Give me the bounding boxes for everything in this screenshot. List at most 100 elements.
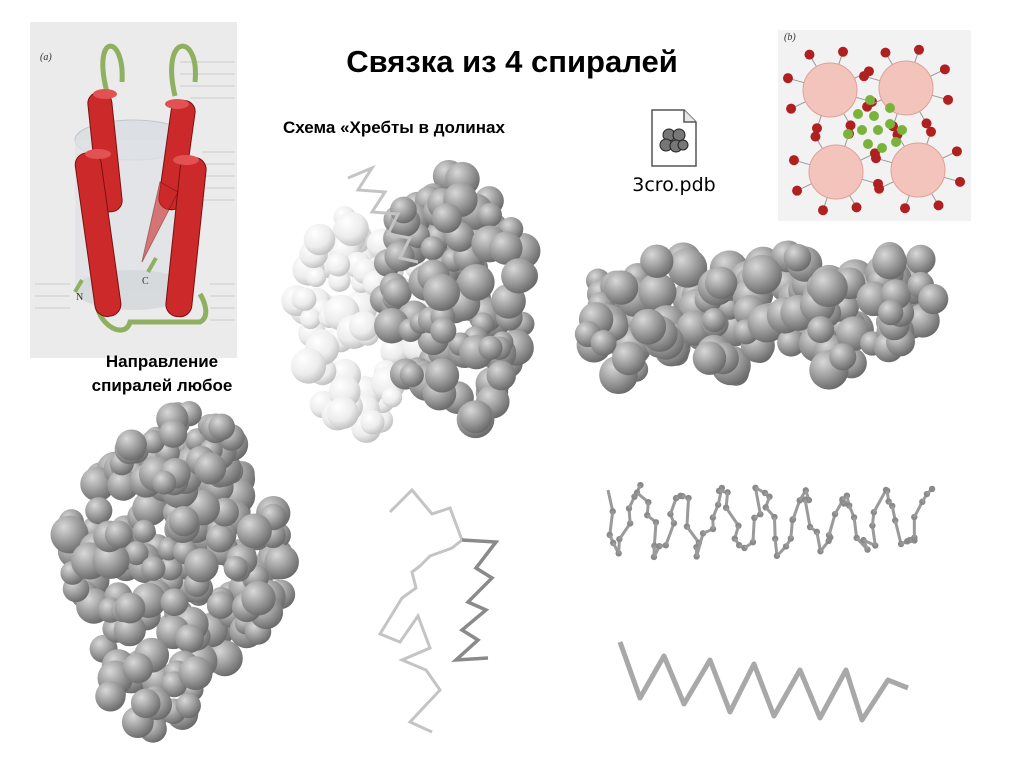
atom-sphere: [808, 268, 848, 308]
bond-stick: [753, 487, 762, 515]
core-residue-dot: [865, 95, 875, 105]
c-terminus-label: C: [142, 276, 149, 287]
atom-sphere: [326, 252, 351, 277]
atom-sphere: [168, 506, 199, 537]
residue-dot: [926, 126, 937, 137]
core-residue-dot: [885, 103, 895, 113]
atom-sphere: [431, 203, 462, 233]
atom-sphere: [918, 283, 949, 315]
atom-sphere: [141, 429, 165, 454]
atom-sphere: [334, 211, 369, 247]
bond-stick: [872, 489, 888, 513]
bond-stick: [870, 525, 877, 546]
atom-sphere: [264, 544, 299, 580]
helix-direction-line2: спиралей любое: [91, 376, 233, 395]
bond-stick: [685, 497, 691, 527]
atom-sphere: [184, 548, 219, 583]
atom-sphere: [206, 591, 235, 619]
backbone-trace-middle: [377, 487, 464, 734]
atom-sphere: [178, 656, 213, 691]
residue-dot: [851, 202, 862, 213]
atom-sphere: [905, 244, 936, 275]
core-residue-dot: [853, 109, 863, 119]
bond-stick: [751, 517, 756, 543]
atom-sphere: [348, 311, 379, 341]
atom-sphere: [399, 362, 424, 388]
atom-sphere: [667, 248, 708, 288]
packing-schematic-figure: (b): [778, 30, 971, 221]
atom-sphere: [113, 614, 146, 647]
atom-sphere: [299, 308, 321, 330]
atom-sphere: [478, 335, 503, 360]
residue-dot: [955, 176, 966, 187]
atom-sphere: [640, 244, 674, 278]
atom-sphere: [638, 272, 677, 311]
atom-sphere: [611, 341, 646, 376]
core-residue-dot: [877, 143, 887, 153]
atom-sphere: [141, 556, 166, 581]
atom-sphere: [175, 693, 201, 719]
atom-sphere: [132, 519, 156, 543]
helix-cross-section: [808, 144, 864, 200]
atom-sphere: [290, 348, 327, 384]
helix-bundle-drawing: [35, 43, 235, 333]
scheme-subtitle: Схема «Хребты в долинах: [283, 118, 505, 137]
atom-sphere: [208, 413, 235, 441]
helix-cross-section: [878, 60, 934, 116]
pdb-file-icon[interactable]: [650, 108, 698, 168]
atom-sphere: [223, 556, 248, 581]
atom-sphere: [604, 270, 639, 305]
atom-sphere: [381, 387, 403, 408]
atom-ball: [685, 494, 692, 502]
core-residue-dot: [857, 125, 867, 135]
bond-stick: [827, 513, 837, 536]
atom-sphere: [104, 520, 133, 549]
backbone-trace-middle-dark: [451, 538, 500, 663]
core-residue-dot: [873, 125, 883, 135]
spacefill-model-helix: [574, 240, 949, 395]
residue-dot: [792, 185, 803, 196]
atom-sphere: [85, 497, 113, 525]
atom-sphere: [783, 243, 812, 272]
pdb-filename: 3cro.pdb: [632, 174, 716, 196]
atom-sphere: [175, 624, 204, 653]
atom-sphere: [872, 244, 907, 280]
atom-sphere: [704, 266, 738, 300]
residue-dot: [845, 120, 856, 131]
atom-sphere: [124, 541, 149, 566]
atom-sphere: [692, 341, 727, 375]
core-residue-dot: [891, 137, 901, 147]
atom-sphere: [489, 231, 523, 265]
core-residue-dot: [843, 129, 853, 139]
atom-sphere: [777, 328, 806, 357]
helix-cross-section: [802, 62, 858, 118]
core-residue-dot: [885, 119, 895, 129]
bond-stick: [815, 531, 822, 552]
n-terminus-label: N: [76, 292, 84, 303]
atom-sphere: [380, 336, 410, 366]
residue-dot: [804, 49, 815, 60]
file-document-icon: [651, 109, 697, 167]
atom-sphere: [115, 429, 147, 461]
bond-stick: [685, 525, 701, 544]
residue-dot: [874, 183, 885, 194]
bond-stick: [652, 522, 658, 546]
atom-sphere: [877, 299, 904, 326]
core-residue-dot: [897, 125, 907, 135]
residue-dot: [782, 73, 793, 84]
spacefill-model-center: [281, 159, 541, 443]
bond-stick: [608, 511, 615, 536]
residue-dot: [858, 71, 869, 82]
atom-sphere: [131, 688, 161, 719]
residue-dot: [870, 153, 881, 164]
bond-stick: [772, 516, 777, 539]
panel-b-tag: (b): [784, 32, 796, 43]
residue-dot: [914, 44, 925, 55]
residue-dot: [921, 118, 932, 129]
atom-sphere: [630, 308, 667, 345]
residue-dot: [817, 205, 828, 216]
residue-dot: [951, 146, 962, 157]
atom-sphere: [236, 513, 272, 549]
residue-dot: [939, 64, 950, 75]
